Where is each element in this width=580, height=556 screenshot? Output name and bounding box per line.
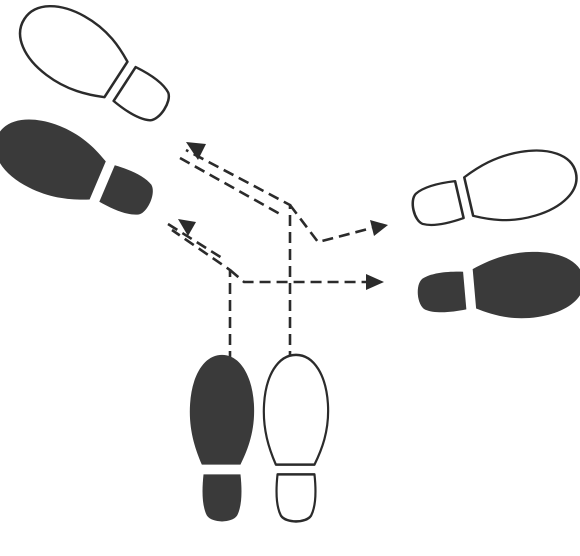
right-foot-side-path [290,205,372,242]
arrowhead-icon [370,220,388,236]
arrowhead-icon [178,219,196,236]
left-foot-side-path [230,270,368,282]
left-shoe-print-icon [415,247,580,327]
footprint-start-right [264,355,328,522]
footprint-side-right [406,141,580,243]
footprint-start-left [190,355,254,522]
left-shoe-print-icon [190,355,254,522]
footprint-back-left [0,105,164,234]
arrowhead-icon [366,274,384,290]
right-shoe-print-icon [406,141,580,243]
right-shoe-print-icon [264,355,328,522]
left-foot-back-path [172,230,230,362]
footprint-side-left [415,247,580,327]
step-paths [168,142,388,362]
right-foot-back-path-inner [180,158,280,214]
left-shoe-print-icon [0,105,164,234]
left-foot-back-path-inner [168,224,222,258]
arrowhead-icon [186,142,206,160]
right-shoe-print-icon [5,0,183,139]
right-foot-back-path [186,150,290,362]
footprint-back-right [5,0,183,139]
